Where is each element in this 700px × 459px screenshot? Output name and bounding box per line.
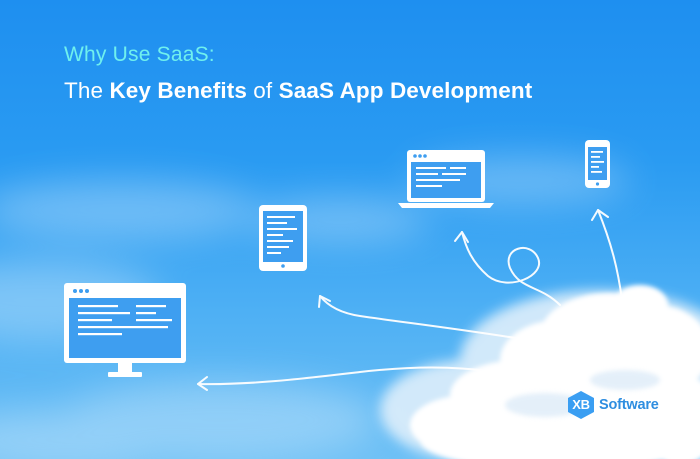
arrow-icon (461, 231, 561, 306)
tablet-icon (259, 205, 307, 271)
headline-part: The (64, 78, 110, 103)
headline: The Key Benefits of SaaS App Development (64, 77, 684, 105)
desktop-monitor-icon (64, 283, 186, 377)
laptop-icon (398, 150, 494, 208)
arrow-icon (197, 366, 549, 386)
subtitle: Why Use SaaS: (64, 43, 215, 66)
headline-part: of (246, 78, 279, 103)
arrow-icon (319, 295, 541, 343)
smartphone-icon (585, 140, 610, 188)
xb-software-logo: XB Software (566, 390, 659, 420)
headline-part-bold: SaaS App Development (278, 78, 533, 103)
title-block: Why Use SaaS: The Key Benefits of SaaS A… (64, 42, 684, 105)
logo-badge: XB (566, 390, 596, 420)
arrow-icon (454, 231, 469, 243)
cloud (380, 285, 700, 459)
headline-part-bold: Key Benefits (109, 78, 247, 103)
arrow-icon (597, 209, 623, 301)
hexagon-icon (568, 391, 594, 419)
arrow-icon (591, 209, 609, 221)
arrow-icon (318, 295, 331, 308)
arrow-icon (197, 376, 208, 391)
logo-wordmark: Software (599, 397, 659, 413)
logo-badge-text: XB (572, 397, 590, 412)
